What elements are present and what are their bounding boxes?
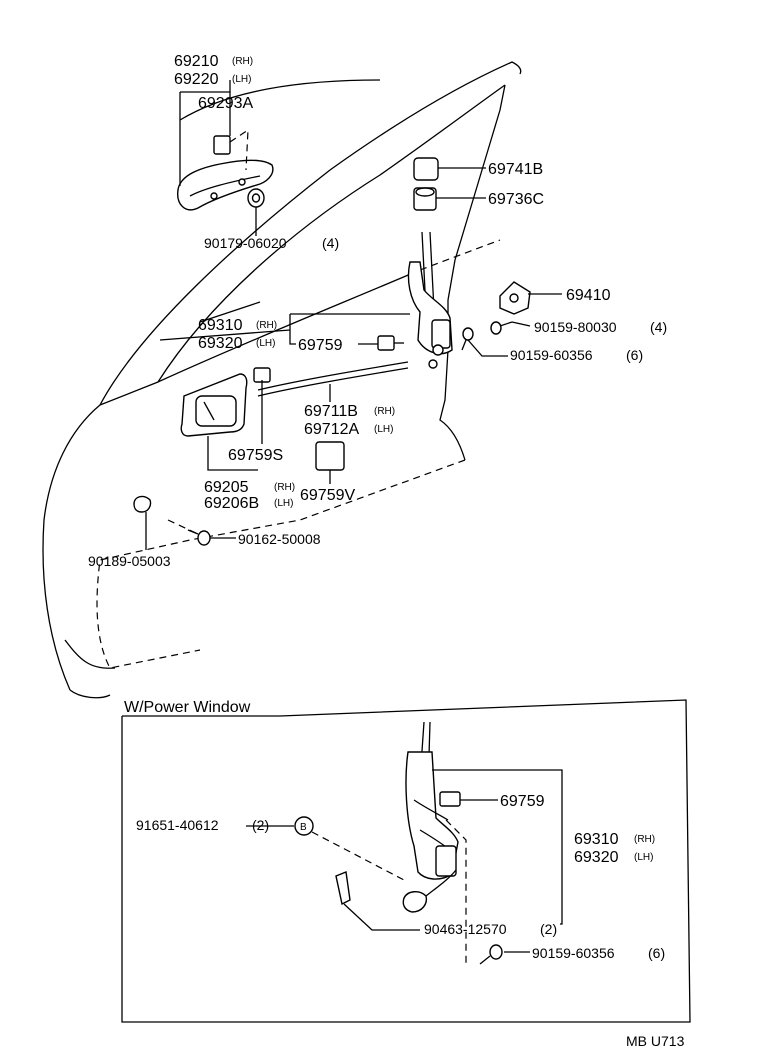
- inset-screw-90159-part: [479, 944, 503, 965]
- label-69741b: 69741B: [488, 161, 543, 178]
- label-69220: 69220: [174, 71, 219, 88]
- rod-clip-s-part: [253, 367, 271, 383]
- label-90162: 90162-50008: [238, 531, 321, 547]
- label-69320: 69320: [198, 335, 243, 352]
- door-outline: [42, 61, 522, 699]
- handle-nut-part: [247, 188, 265, 208]
- label-69712a-lh: (LH): [374, 424, 393, 435]
- inset-label-69310-rh: (RH): [634, 834, 655, 845]
- inside-handle-part: [180, 373, 248, 437]
- label-90159-60356-qty: (6): [626, 347, 643, 363]
- inset-bolt-marker-letter: B: [300, 822, 307, 833]
- label-90159-80030-qty: (4): [650, 319, 667, 335]
- inset-bolt-marker: [294, 816, 314, 836]
- inset-label-69310: 69310: [574, 831, 619, 848]
- diagram-code: MB U713: [626, 1033, 685, 1049]
- label-90189: 90189-05003: [88, 553, 171, 569]
- label-90179-qty: (4): [322, 235, 339, 251]
- label-69711b-rh: (RH): [374, 406, 395, 417]
- label-69310-rh: (RH): [256, 320, 277, 331]
- handle-screw-part: [187, 529, 211, 546]
- label-69759v: 69759V: [300, 487, 355, 504]
- label-69210-rh: (RH): [232, 56, 253, 67]
- door-lock-assembly-part: [407, 231, 453, 369]
- lock-screw-part: [461, 327, 474, 351]
- label-69310: 69310: [198, 317, 243, 334]
- label-90159-60356: 90159-60356: [510, 347, 593, 363]
- rod-clip-part: [377, 335, 404, 351]
- label-69320-lh: (LH): [256, 338, 275, 349]
- label-69205: 69205: [204, 479, 249, 496]
- inset-title: W/Power Window: [124, 699, 251, 716]
- label-69220-lh: (LH): [232, 74, 251, 85]
- inset-rod-clip-part: [439, 791, 461, 807]
- inset-label-69320-lh: (LH): [634, 852, 653, 863]
- label-69711b: 69711B: [304, 403, 358, 420]
- power-window-inset: [121, 699, 691, 1023]
- label-90159-80030: 90159-80030: [534, 319, 617, 335]
- label-69759: 69759: [298, 337, 343, 354]
- inset-label-91651-qty: (2): [252, 817, 269, 833]
- handle-cover-part: [315, 441, 345, 471]
- inset-label-90463-qty: (2): [540, 921, 557, 937]
- label-69759s: 69759S: [228, 447, 283, 464]
- label-69206b: 69206B: [204, 495, 259, 512]
- handle-rod-clip-part: [213, 128, 249, 171]
- door-striker-part: [499, 281, 531, 315]
- outside-handle-part: [177, 159, 274, 211]
- inset-label-90159-qty: (6): [648, 945, 665, 961]
- inset-label-69759: 69759: [500, 793, 545, 810]
- label-69206b-lh: (LH): [274, 498, 293, 509]
- inset-label-91651: 91651-40612: [136, 817, 219, 833]
- label-69712a: 69712A: [304, 421, 359, 438]
- label-69210: 69210: [174, 53, 219, 70]
- label-69293a: 69293A: [198, 95, 253, 112]
- inset-label-69320: 69320: [574, 849, 619, 866]
- lock-cylinder-cover-part: [413, 157, 439, 181]
- grommet-part: [133, 495, 152, 513]
- label-69410: 69410: [566, 287, 611, 304]
- striker-screw-part: [490, 321, 513, 335]
- label-69205-rh: (RH): [274, 482, 295, 493]
- label-69736c: 69736C: [488, 191, 544, 208]
- label-90179: 90179-06020: [204, 235, 287, 251]
- upper-leader-lines: [145, 80, 562, 550]
- inset-screw-90463-part: [335, 871, 351, 906]
- inside-handle-link-rod-part: [257, 361, 409, 397]
- inset-lock-assembly-part: [402, 721, 459, 913]
- inset-label-90463: 90463-12570: [424, 921, 507, 937]
- lock-cylinder-part: [413, 187, 437, 211]
- inset-label-90159: 90159-60356: [532, 945, 615, 961]
- inset-leader-lines: [246, 769, 563, 966]
